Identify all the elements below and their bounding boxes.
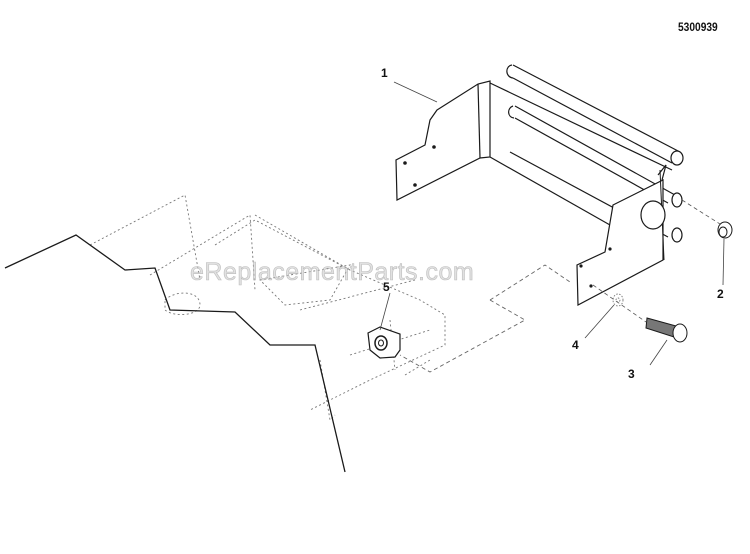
diagram-id: 5300939 — [678, 20, 718, 34]
callout-5[interactable]: 5 — [383, 280, 390, 294]
callout-4[interactable]: 4 — [572, 338, 579, 352]
callout-1[interactable]: 1 — [381, 66, 388, 80]
callout-2[interactable]: 2 — [717, 287, 724, 301]
bolt-part — [645, 317, 688, 343]
nut-part — [367, 326, 401, 359]
bumper-bracket-part — [395, 64, 684, 306]
mount-plate-phantom — [399, 264, 571, 373]
bracket-holes — [403, 145, 612, 288]
break-line — [4, 234, 346, 473]
assembly-lines — [592, 199, 721, 323]
leader-lines — [379, 81, 725, 366]
mower-frame-phantom — [89, 194, 446, 421]
washer-part — [612, 293, 624, 307]
tube-cap-part — [717, 221, 733, 239]
callout-3[interactable]: 3 — [628, 367, 635, 381]
